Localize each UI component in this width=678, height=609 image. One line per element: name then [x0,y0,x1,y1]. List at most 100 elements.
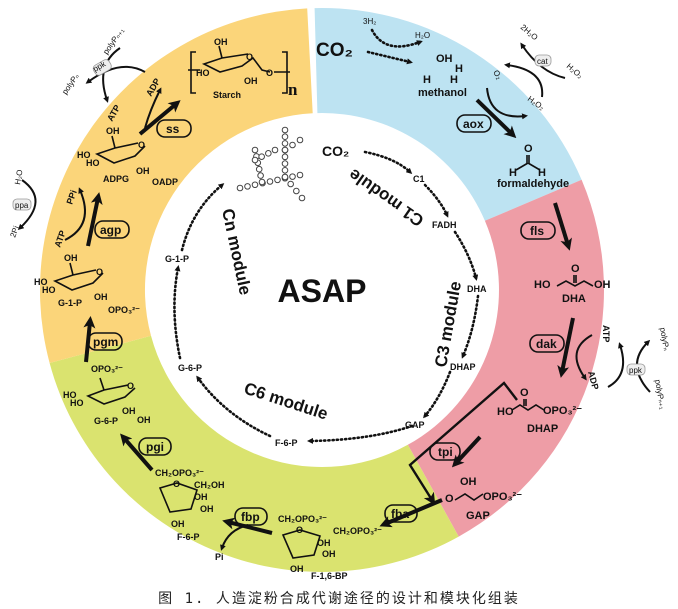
enzyme-dak-label: dak [536,337,557,351]
starch-o: O [246,52,253,62]
adpg-oh: OH [106,126,120,136]
cat-arrow-1 [504,62,544,98]
dha-oh: OH [594,279,611,291]
glucose-unit-icon [289,173,296,180]
pi-release-arrow [220,524,249,551]
c3-module-label: C3 module [431,280,465,369]
f16bp-ring [281,529,322,559]
g1p-ho1: HO [34,277,48,287]
dak-reaction-arrow [557,317,575,378]
c6-module-label: C6 module [242,379,331,424]
enzyme-fbp-box [234,507,268,526]
g6p-oh2: OH [137,415,151,425]
starch-o2: O [266,68,273,78]
glucose-unit-icon [296,171,304,179]
glucose-unit-icon [287,180,294,188]
glucose-unit-icon [298,194,306,202]
f6p-ch2opo3: CH₂OPO₃²⁻ [155,468,204,478]
arrow-co2-methanol [366,50,413,65]
figure-caption: 图 1. 人造淀粉合成代谢途径的设计和模块化组装 [158,591,520,607]
g6p-ring [86,377,136,405]
methanol-h1: H [455,63,463,75]
f16bp-label: F-1,6-BP [311,571,348,581]
c3-band-content: fls O HO OH DHA dak ATP ADP ppk polyPₙ p… [408,202,671,522]
glucose-unit-icon [271,146,279,154]
glucose-unit-icon [266,178,274,185]
glucose-unit-icon [258,178,266,186]
starch-branch-icon [236,126,306,202]
f6p-oh1: OH [194,492,208,502]
enzyme-tpi-box [429,442,461,461]
f6p-ch2oh: CH₂OH [194,480,225,490]
enzyme-cat-label: cat [537,57,548,66]
g6p-ho2: HO [70,398,84,408]
f6p-o: O [173,479,180,489]
adpg-oh2: OH [136,166,150,176]
g6p-oh1: OH [122,406,136,416]
glucose-unit-icon [265,150,272,157]
inner-dha-label: DHA [467,284,487,294]
adpg-ho2: HO [86,158,100,168]
inner-fadh-label: FADH [432,220,457,230]
gap-oh: OH [460,476,477,488]
enzyme-fls-label: fls [530,224,544,238]
g1p-ring [52,262,104,291]
c6-module-band [49,335,459,572]
inner-dhap-label: DHAP [450,362,476,372]
adpg-label: ADPG [103,174,129,184]
polyp-n1-label-cn: polyPₙ₊₁ [101,26,126,56]
adpg-ho1: HO [77,150,91,160]
inner-co2-label: CO₂ [322,143,349,159]
dha-bonds [556,275,594,287]
enzyme-pgm-label: pgm [93,335,118,349]
dhap-ho: HO [497,406,514,418]
center-title: ASAP [278,273,367,309]
atp-label: ATP [601,325,611,342]
2h2o-label: 2H₂O [519,23,540,42]
enzyme-pgi-label: pgi [146,440,164,454]
enzyme-fbp-label: fbp [241,510,260,524]
h2o2-label-b: H₂O₂ [565,62,585,81]
ppk-arrow-cn-2 [102,47,121,103]
2pi-label: 2Pi [8,225,20,239]
enzyme-fba-box [384,504,418,523]
arrow-f6p-g6p [196,375,272,438]
f6p-label: F-6-P [177,532,200,542]
cn-module-label: Cn module [218,207,255,297]
ppk-arrow-1 [607,342,624,388]
atp-adp-arrow [575,334,593,381]
polyp-n-label-cn: polyPₙ [60,72,81,96]
glucose-unit-icon [281,166,289,174]
g1p-oh: OH [64,253,78,263]
h2o-label: H₂O [415,31,430,40]
enzyme-pgi-box [138,437,172,456]
enzyme-cat-box [534,54,552,67]
formaldehyde-label: formaldehyde [497,178,569,190]
dhap-label: DHAP [527,423,558,435]
enzyme-agp-box [94,220,130,239]
gap-opo3: OPO₃²⁻ [483,491,522,503]
f16bp-o: O [296,525,303,535]
glucose-unit-icon [281,140,289,147]
f6p-oh3: OH [171,519,185,529]
ppa-arrow [17,179,37,231]
c1-module-band [314,8,582,221]
glucose-unit-icon [293,187,300,195]
adpg-o: O [138,140,145,150]
c3-module-band [407,179,605,537]
glucose-unit-icon [251,181,259,189]
inner-g6p-label: G-6-P [178,363,202,373]
dhap-to-fba-arrow [408,381,518,506]
g6p-o: O [127,381,134,391]
cn-band-content: pgm OH O HO HO OH OPO₃²⁻ G-1-P agp ATP P… [8,26,298,363]
arrow-g1p-starch [180,183,225,252]
glucose-unit-icon [251,146,259,154]
methanol-oh: OH [436,53,453,65]
dha-ho: HO [534,279,551,291]
glucose-unit-icon [289,141,296,149]
arrow-dhap-gap [423,370,452,419]
ss-reaction-arrow [138,100,181,136]
enzyme-pgm-box [87,332,123,351]
enzyme-ppk-box-c3 [626,363,646,376]
glucose-unit-icon [244,183,251,190]
